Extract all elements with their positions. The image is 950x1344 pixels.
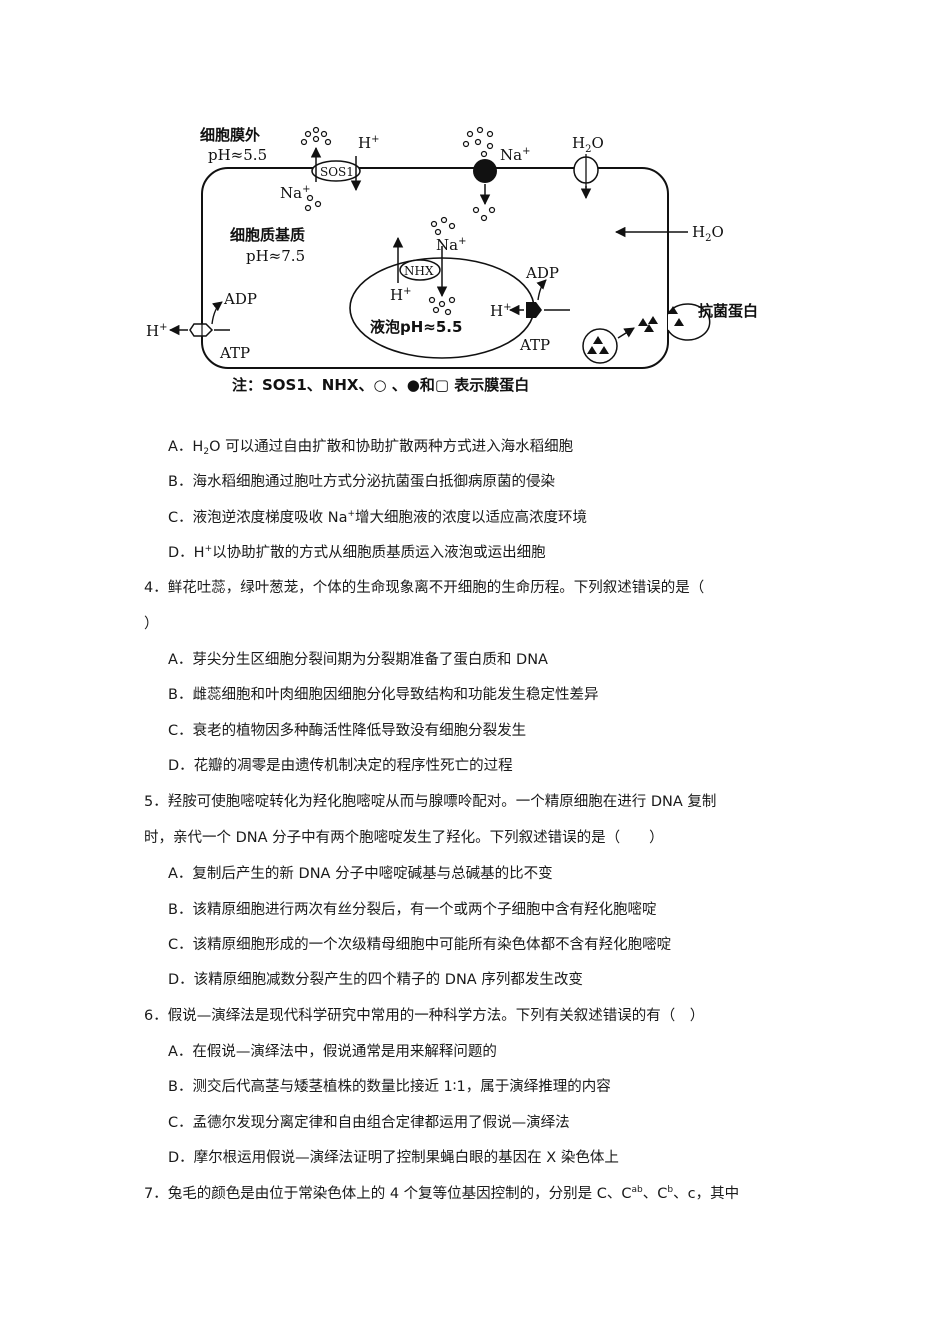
adp-label-vacuole: ADP <box>525 264 559 282</box>
q5-option-a: A．复制后产生的新 DNA 分子中嘧啶碱基与总碱基的比不变 <box>168 866 553 882</box>
adp-label-membrane: ADP <box>223 290 257 308</box>
antibacterial-label: 抗菌蛋白 <box>698 302 758 320</box>
nhx-label: NHX <box>404 264 434 278</box>
h-label-membrane: H+ <box>146 322 167 340</box>
membrane-h-pump <box>189 323 214 337</box>
q5-option-b: B．该精原细胞进行两次有丝分裂后，有一个或两个子细胞中含有羟化胞嘧啶 <box>168 902 657 918</box>
h2o-top-label: H2O <box>572 134 604 155</box>
vesicle-fusing <box>667 303 711 341</box>
na-label-nhx: Na+ <box>436 236 466 254</box>
vesicle-inner <box>582 328 618 364</box>
outside-label-2: pH≈5.5 <box>208 146 267 164</box>
vacuole-label: 液泡pH≈5.5 <box>370 318 462 336</box>
diagram-note: 注：SOS1、NHX、○ 、●和▢ 表示膜蛋白 <box>232 376 529 394</box>
q5-stem-line-2: 时，亲代一个 DNA 分子中有两个胞嘧啶发生了羟化。下列叙述错误的是（ ） <box>144 830 664 846</box>
outside-label-1: 细胞膜外 <box>200 126 260 144</box>
nhx-protein <box>399 259 441 281</box>
q5-stem-line-1: 5．羟胺可使胞嘧啶转化为羟化胞嘧啶从而与腺嘌呤配对。一个精原细胞在进行 DNA … <box>144 794 717 810</box>
q4-option-a: A．芽尖分生区细胞分裂间期为分裂期准备了蛋白质和 DNA <box>168 652 548 668</box>
q6-option-d: D．摩尔根运用假说—演绎法证明了控制果蝇白眼的基因在 X 染色体上 <box>168 1150 619 1166</box>
na-label-sos1: Na+ <box>280 184 310 202</box>
q3-option-b: B．海水稻细胞通过胞吐方式分泌抗菌蛋白抵御病原菌的侵染 <box>168 474 555 490</box>
q6-option-a: A．在假说—演绎法中，假说通常是用来解释问题的 <box>168 1044 497 1060</box>
sos1-label: SOS1 <box>320 165 354 179</box>
h-label-sos1: H+ <box>358 134 379 152</box>
q3-option-a: A．H2O 可以通过自由扩散和协助扩散两种方式进入海水稻细胞 <box>168 439 574 457</box>
protein-triangles-inner <box>587 336 609 354</box>
q5-option-d: D．该精原细胞减数分裂产生的四个精子的 DNA 序列都发生改变 <box>168 972 583 988</box>
protein-triangles-fusing <box>638 306 684 332</box>
na-particles-nhx-top <box>430 216 456 236</box>
na-particles-sos1-out <box>300 126 332 146</box>
vacuole-h-pump <box>526 302 542 318</box>
q4-option-d: D．花瓣的凋零是由遗传机制决定的程序性死亡的过程 <box>168 758 513 774</box>
na-particles-sos1-in <box>304 194 322 212</box>
q3-option-d: D．H+以协助扩散的方式从细胞质基质运入液泡或运出细胞 <box>168 544 546 562</box>
q4-stem-line-1: 4．鲜花吐蕊，绿叶葱茏，个体的生命现象离不开细胞的生命历程。下列叙述错误的是（ <box>144 580 705 596</box>
q4-stem-line-2: ） <box>144 616 159 632</box>
q3-option-c: C．液泡逆浓度梯度吸收 Na+增大细胞液的浓度以适应高浓度环境 <box>168 509 588 527</box>
h2o-side-label: H2O <box>692 223 724 244</box>
sos1-protein <box>311 160 361 182</box>
na-label-black: Na+ <box>500 146 530 164</box>
na-particles-nhx-bottom <box>428 296 456 316</box>
atp-label-membrane: ATP <box>219 344 250 362</box>
q4-option-c: C．衰老的植物因多种酶活性降低导致没有细胞分裂发生 <box>168 723 527 739</box>
q7-stem: 7．兔毛的颜色是由位于常染色体上的 4 个复等位基因控制的，分别是 C、Cab、… <box>144 1185 740 1203</box>
cell-membrane <box>201 167 669 369</box>
cytoplasm-label-2: pH≈7.5 <box>246 247 305 265</box>
cell-transport-diagram: 细胞膜外 pH≈5.5 细胞质基质 pH≈7.5 SOS1 H+ Na+ Na+… <box>146 126 758 394</box>
q4-option-b: B．雌蕊细胞和叶肉细胞因细胞分化导致结构和功能发生稳定性差异 <box>168 687 599 703</box>
na-channel-black <box>473 159 497 183</box>
q6-stem: 6．假说—演绎法是现代科学研究中常用的一种科学方法。下列有关叙述错误的有（ ） <box>144 1008 705 1024</box>
h-label-vacuole: H+ <box>490 302 511 320</box>
q6-option-b: B．测交后代高茎与矮茎植株的数量比接近 1∶1，属于演绎推理的内容 <box>168 1079 611 1095</box>
h-label-nhx: H+ <box>390 286 411 304</box>
atp-label-vacuole: ATP <box>519 336 550 354</box>
cytoplasm-label-1: 细胞质基质 <box>230 226 305 244</box>
na-particles-black-out <box>462 126 494 158</box>
q6-option-c: C．孟德尔发现分离定律和自由组合定律都运用了假说—演绎法 <box>168 1115 570 1131</box>
q5-option-c: C．该精原细胞形成的一个次级精母细胞中可能所有染色体都不含有羟化胞嘧啶 <box>168 937 672 953</box>
na-particles-black-in <box>472 206 496 222</box>
